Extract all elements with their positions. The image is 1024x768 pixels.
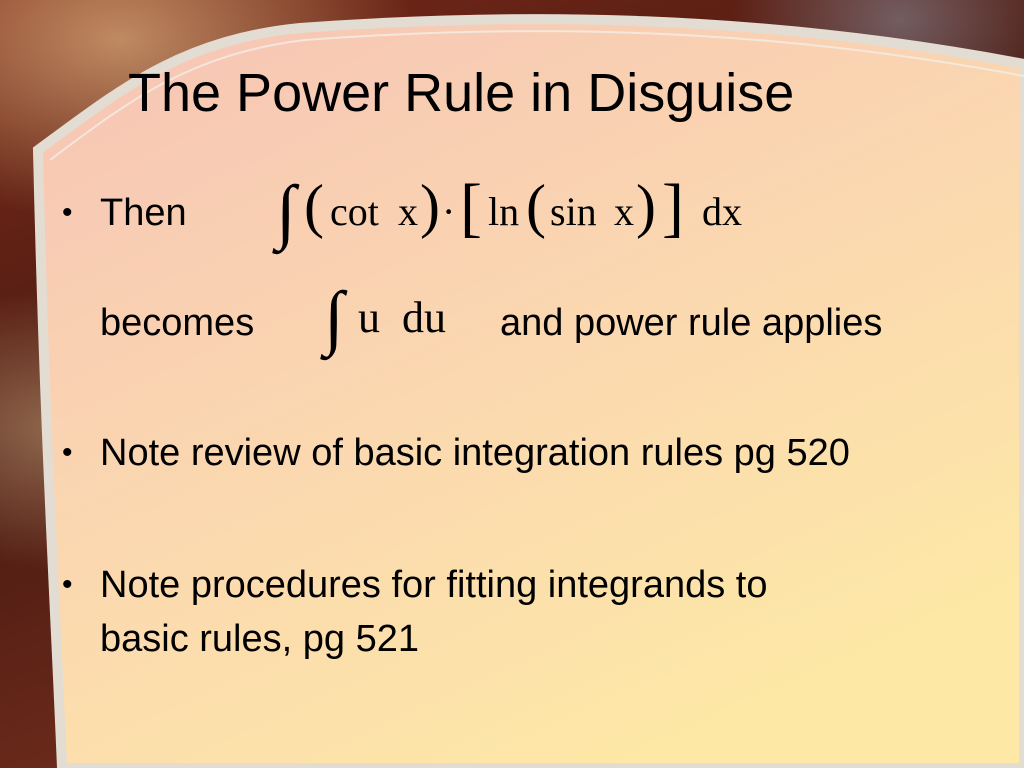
panel-shape [32,14,1024,768]
right-paren-inner: ) [636,173,656,239]
integral-sign: ∫ [324,277,344,357]
bullet-1-lead: Then [100,192,187,234]
variable-x-inner: x [614,189,634,234]
differential-dx: dx [702,189,742,234]
cot-function: cot [330,189,379,234]
panel-edge-highlight [49,30,1024,161]
left-bracket: [ [460,171,482,244]
bullet-marker: • [62,568,73,601]
formula-integral-u-du: ∫ u du [318,276,488,366]
left-paren-inner: ( [526,173,546,239]
integral-sign: ∫ [276,171,296,251]
right-paren: ) [420,173,440,239]
multiplication-dot: · [442,189,456,234]
formula-integral-cot-ln-sin: ∫ ( cot x ) · [ ln ( sin x ) ] dx [270,168,770,258]
left-paren: ( [304,173,324,239]
sin-function: sin [550,189,597,234]
variable-x: x [398,189,418,234]
bullet-3-line-2: basic rules, pg 521 [100,618,419,660]
becomes-label: becomes [100,302,255,344]
variable-u: u [358,293,380,342]
bullet-2-text: Note review of basic integration rules p… [100,432,850,474]
bullet-marker: • [62,196,73,229]
power-rule-applies-text: and power rule applies [500,302,883,344]
right-bracket: ] [662,171,684,244]
differential-du: du [402,293,446,342]
bullet-marker: • [62,436,73,469]
ln-function: ln [488,189,520,234]
slide-title: The Power Rule in Disguise [128,63,795,123]
bullet-3-line-1: Note procedures for fitting integrands t… [100,564,768,606]
